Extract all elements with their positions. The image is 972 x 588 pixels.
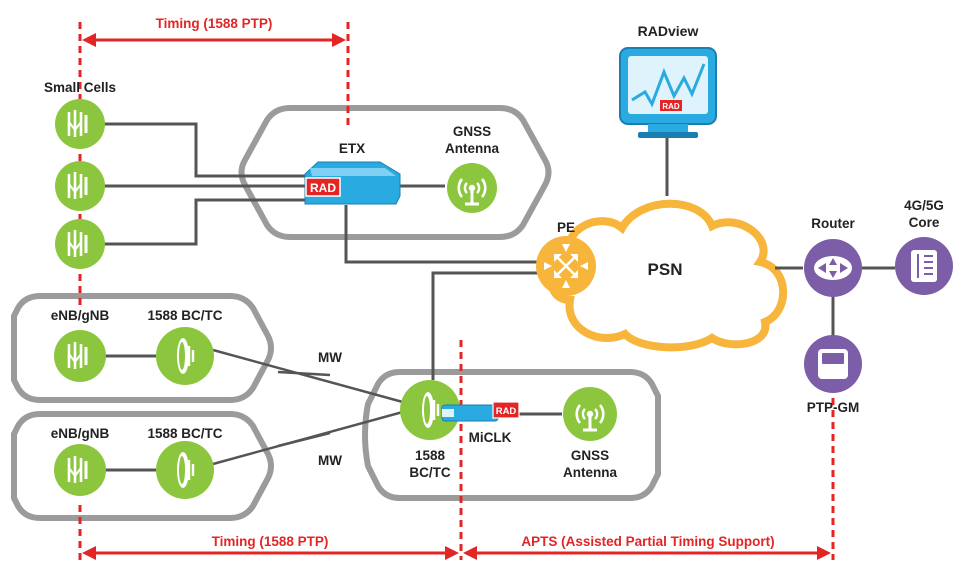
ptp-gm-label: PTP-GM xyxy=(807,400,860,415)
gnss-bottom-label-2: Antenna xyxy=(563,465,617,480)
etx-site-region xyxy=(238,105,552,240)
gnss-bottom-label-1: GNSS xyxy=(571,448,609,463)
psn-cloud xyxy=(547,199,788,352)
enb-gnb-2[interactable] xyxy=(54,444,106,496)
psn-label: PSN xyxy=(648,260,683,279)
timing-bottom-label: Timing (1588 PTP) xyxy=(212,534,329,549)
bctc-hub-label-2: BC/TC xyxy=(409,465,450,480)
grandmaster-clock-icon xyxy=(818,349,848,379)
radview-label: RADview xyxy=(638,23,699,39)
bctc-label-1: 1588 BC/TC xyxy=(147,308,222,323)
microwave-links xyxy=(212,348,411,466)
enb-gnb-1[interactable] xyxy=(54,330,106,382)
bctc-2[interactable] xyxy=(156,441,214,499)
pe-router[interactable] xyxy=(536,236,596,296)
core-network[interactable] xyxy=(895,237,953,295)
apts-label: APTS (Assisted Partial Timing Support) xyxy=(521,534,774,549)
small-cells-label: Small Cells xyxy=(44,80,116,95)
etx-label: ETX xyxy=(339,141,365,156)
small-cell-3[interactable] xyxy=(55,219,105,269)
miclk-label: MiCLK xyxy=(469,430,512,445)
miclk-rad-logo-text: RAD xyxy=(496,406,517,417)
monitor-icon xyxy=(631,63,706,108)
router-label: Router xyxy=(811,216,855,231)
bctc-1[interactable] xyxy=(156,327,214,385)
pe-label: PE xyxy=(557,220,575,235)
etx-rad-logo-text: RAD xyxy=(310,181,336,195)
miclk-rad-logo-icon xyxy=(492,401,520,419)
enb-label-2: eNB/gNB xyxy=(51,426,110,441)
connection-lines xyxy=(104,122,895,472)
etx-device[interactable]: RAD xyxy=(304,161,401,205)
router[interactable] xyxy=(804,239,862,297)
small-cell-2[interactable] xyxy=(55,161,105,211)
bctc-hub-label-1: 1588 xyxy=(415,448,446,463)
bctc-hub[interactable] xyxy=(400,380,460,440)
core-server-icon xyxy=(911,250,937,282)
cell-site-region-2 xyxy=(11,411,274,521)
cell-site-region-1 xyxy=(11,293,274,403)
router-icon xyxy=(818,258,848,278)
core-label-1: 4G/5G xyxy=(904,198,944,213)
gnss-antenna-top[interactable] xyxy=(447,163,497,213)
mw-label-2: MW xyxy=(318,453,342,468)
small-cell-1[interactable] xyxy=(55,99,105,149)
gnss-antenna-bottom[interactable] xyxy=(563,387,617,441)
gnss-top-label-1: GNSS xyxy=(453,124,491,139)
pe-router-icon xyxy=(544,244,588,288)
enb-label-1: eNB/gNB xyxy=(51,308,110,323)
core-label-2: Core xyxy=(909,215,940,230)
hub-site-region xyxy=(362,369,661,501)
timing-arrows xyxy=(78,22,835,560)
gnss-top-label-2: Antenna xyxy=(445,141,499,156)
bctc-label-2: 1588 BC/TC xyxy=(147,426,222,441)
ptp-grandmaster[interactable] xyxy=(804,335,862,393)
mw-label-1: MW xyxy=(318,350,342,365)
timing-top-label: Timing (1588 PTP) xyxy=(156,16,273,31)
radview-rad-logo-text: RAD xyxy=(662,102,680,111)
rad-logo-icon xyxy=(305,177,341,197)
radview-monitor[interactable]: RAD xyxy=(619,47,717,138)
miclk-device[interactable]: RAD xyxy=(441,401,520,422)
